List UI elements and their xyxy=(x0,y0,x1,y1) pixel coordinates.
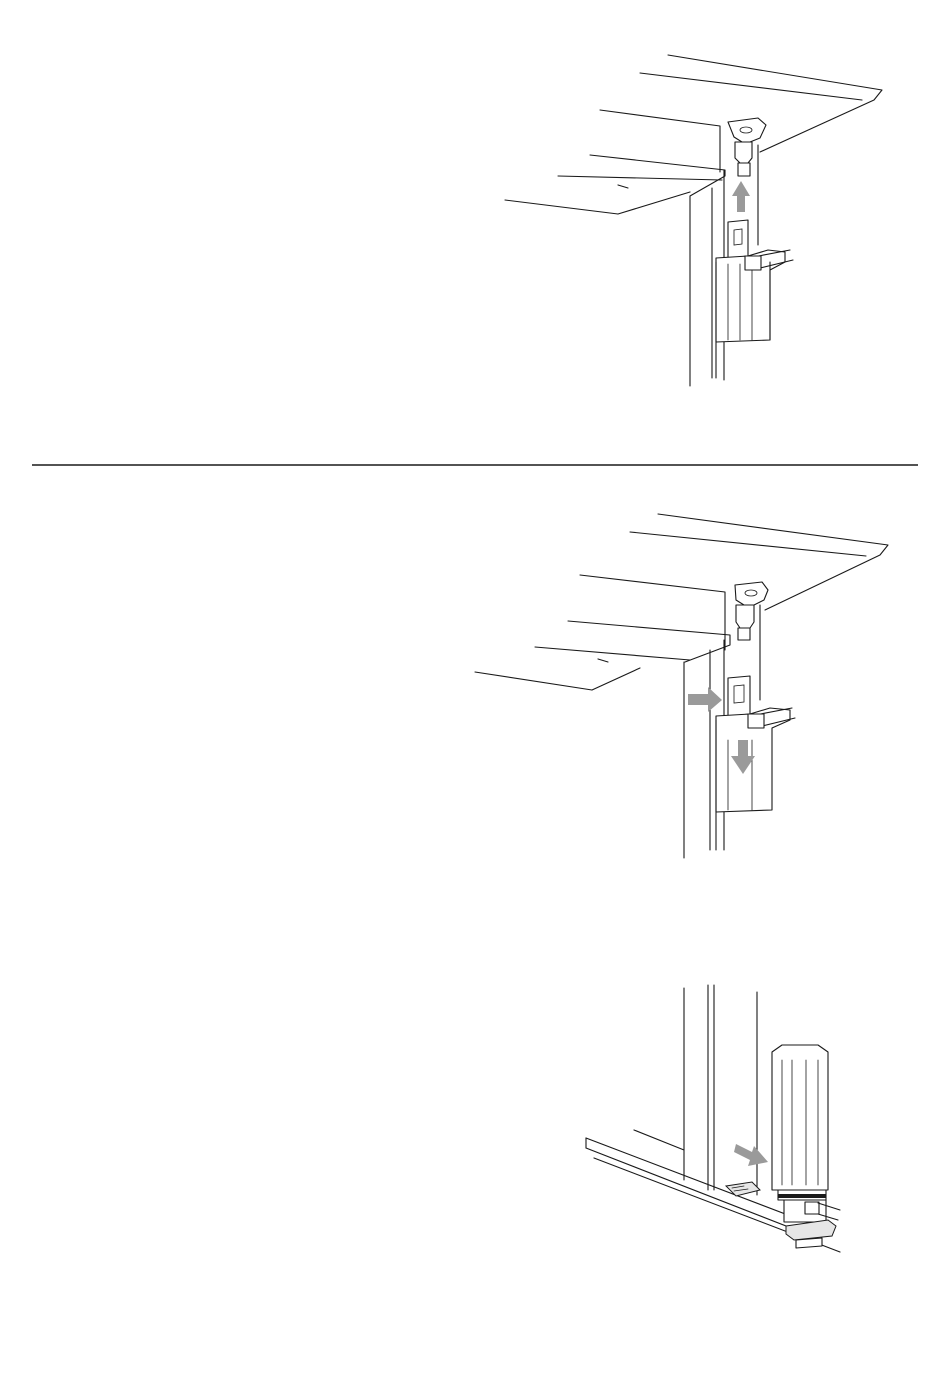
arrow-right-icon xyxy=(734,1144,768,1166)
figure-2-leg-release xyxy=(475,514,888,858)
figure-1-leg-removal-upper xyxy=(505,55,882,386)
figure-3-leg-base xyxy=(586,985,840,1252)
arrow-right-icon xyxy=(688,687,722,712)
arrow-up-icon xyxy=(732,181,750,212)
